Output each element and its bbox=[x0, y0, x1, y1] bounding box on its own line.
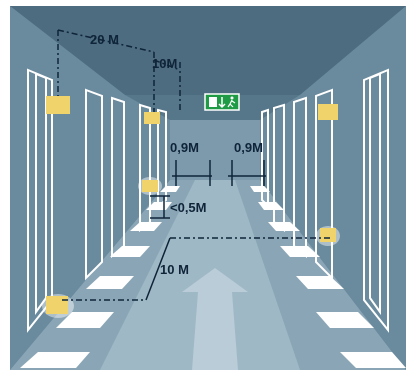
floor-light-icon bbox=[42, 294, 74, 318]
light-fixture-icon bbox=[144, 112, 160, 124]
label-20m: 20 M bbox=[90, 32, 119, 47]
exit-arrow-running-man-icon bbox=[209, 97, 235, 108]
label-width-left: 0,9M bbox=[170, 140, 199, 155]
exit-sign bbox=[205, 94, 239, 110]
label-10m-top: 10M bbox=[152, 56, 177, 71]
label-width-right: 0,9M bbox=[234, 140, 263, 155]
light-fixture-icon bbox=[318, 104, 338, 120]
label-height: <0,5M bbox=[170, 200, 207, 215]
label-10m-floor: 10 M bbox=[160, 262, 189, 277]
floor-light-icon bbox=[316, 226, 340, 246]
light-fixture-icon bbox=[46, 96, 70, 114]
floor-light-icon bbox=[138, 177, 162, 195]
